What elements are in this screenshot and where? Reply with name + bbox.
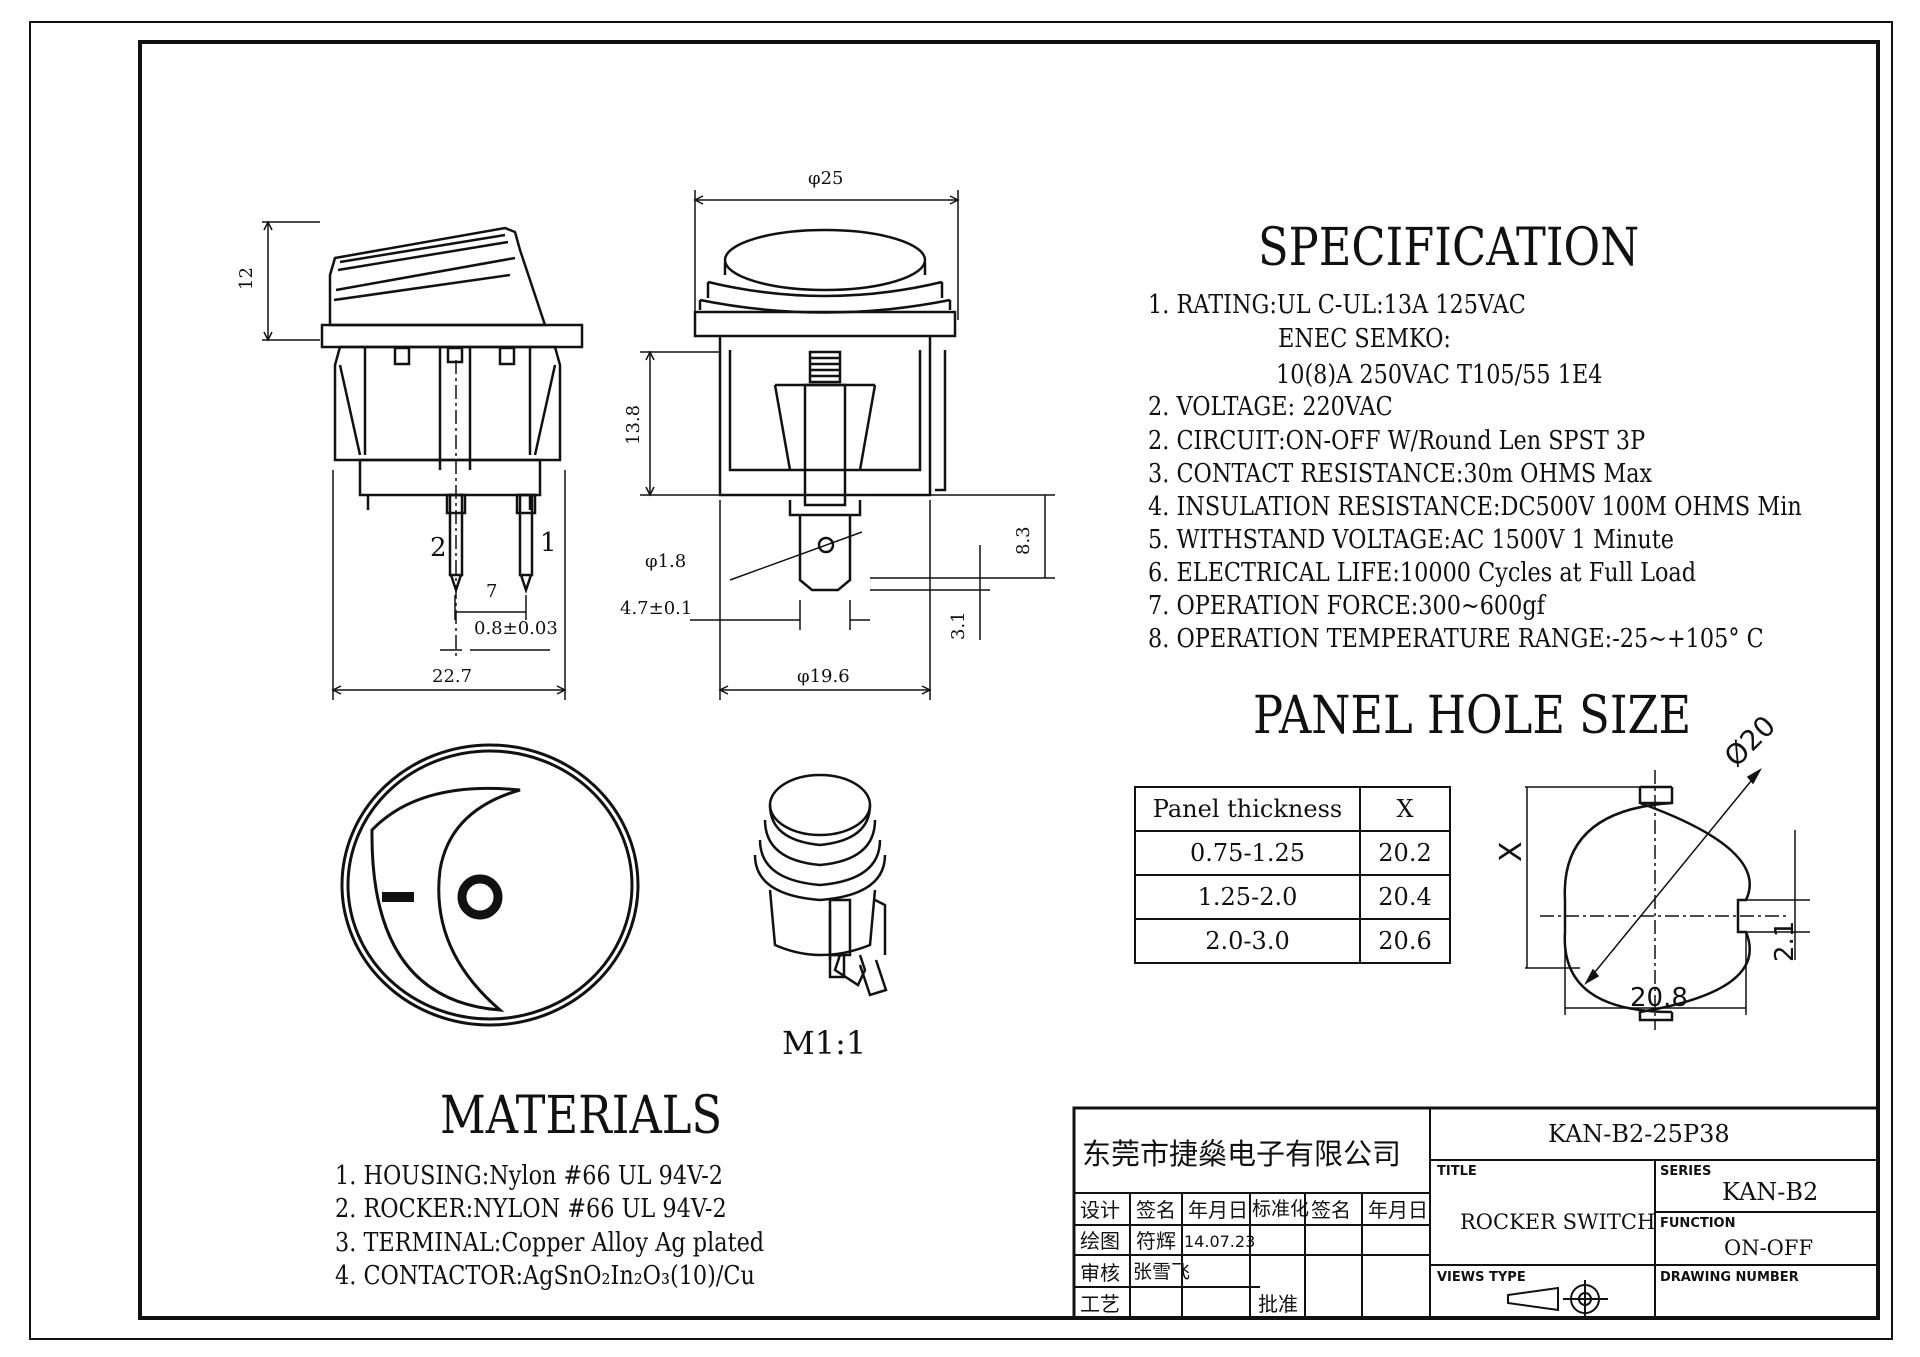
dim-terminal-height-label: 8.3 bbox=[1013, 526, 1034, 555]
dim-terminal-tip-label: 3.1 bbox=[948, 611, 969, 640]
tb-sign: 签名 bbox=[1311, 1198, 1351, 1222]
company-name: 东莞市捷燊电子有限公司 bbox=[1082, 1137, 1402, 1171]
spec-line: 1. RATING:UL C-UL:13A 125VAC bbox=[1148, 290, 1526, 320]
top-view bbox=[340, 743, 640, 1027]
material-line: 2. ROCKER:NYLON #66 UL 94V-2 bbox=[335, 1194, 727, 1224]
dim-width-label: 22.7 bbox=[432, 666, 473, 687]
tb-check: 审核 bbox=[1080, 1261, 1120, 1285]
tb-date: 年月日 bbox=[1368, 1198, 1428, 1222]
dim-terminal-width-label: 4.7±0.1 bbox=[620, 598, 693, 619]
table-cell: 2.0-3.0 bbox=[1134, 918, 1361, 964]
off-symbol-icon bbox=[382, 892, 414, 902]
front-view-dims bbox=[640, 190, 1055, 700]
side-view-dims bbox=[262, 220, 567, 700]
title-value: ROCKER SWITCH bbox=[1460, 1210, 1656, 1234]
table-row: 2.0-3.0 20.6 bbox=[1134, 918, 1451, 964]
pin-2-label: 2 bbox=[430, 533, 447, 563]
dim-body-height-label: 13.8 bbox=[623, 404, 644, 445]
table-cell: 0.75-1.25 bbox=[1134, 830, 1361, 876]
tb-draw-date: 14.07.23 bbox=[1184, 1232, 1256, 1251]
series-value: KAN-B2 bbox=[1722, 1178, 1819, 1206]
material-line: 4. CONTACTOR:AgSnO₂In₂O₃(10)/Cu bbox=[335, 1261, 755, 1291]
panel-hole-dims bbox=[1525, 768, 1810, 1030]
tb-process: 工艺 bbox=[1080, 1292, 1120, 1316]
panel-hole-title: PANEL HOLE SIZE bbox=[1253, 686, 1692, 746]
tb-date: 年月日 bbox=[1188, 1198, 1248, 1222]
spec-line: 7. OPERATION FORCE:300~600gf bbox=[1148, 591, 1545, 621]
projection-symbol-icon bbox=[1507, 1286, 1559, 1312]
tb-sign: 签名 bbox=[1136, 1198, 1176, 1222]
function-value: ON-OFF bbox=[1724, 1236, 1814, 1260]
front-view bbox=[693, 228, 957, 592]
series-label: SERIES bbox=[1660, 1164, 1712, 1179]
views-type-label: VIEWS TYPE bbox=[1437, 1270, 1526, 1285]
tb-checker: 张雪飞 bbox=[1133, 1261, 1191, 1283]
material-line: 1. HOUSING:Nylon #66 UL 94V-2 bbox=[335, 1161, 723, 1191]
spec-line: 6. ELECTRICAL LIFE:10000 Cycles at Full … bbox=[1148, 558, 1697, 588]
iso-view bbox=[753, 773, 888, 997]
table-cell: 1.25-2.0 bbox=[1134, 874, 1361, 920]
hole-flat-label: 2.1 bbox=[1770, 920, 1800, 962]
spec-line: 5. WITHSTAND VOLTAGE:AC 1500V 1 Minute bbox=[1148, 525, 1675, 555]
tb-approve: 批准 bbox=[1258, 1292, 1298, 1316]
spec-line: 2. VOLTAGE: 220VAC bbox=[1148, 392, 1393, 422]
table-header-row: Panel thickness X bbox=[1134, 786, 1451, 832]
drawing-number-label: DRAWING NUMBER bbox=[1660, 1270, 1799, 1285]
spec-line: ENEC SEMKO: bbox=[1278, 324, 1451, 354]
inner-border bbox=[138, 40, 1880, 1320]
dim-pin-width-label: 0.8±0.03 bbox=[474, 618, 558, 639]
material-line: 3. TERMINAL:Copper Alloy Ag plated bbox=[335, 1228, 765, 1258]
table-cell: 20.4 bbox=[1359, 874, 1451, 920]
title-label: TITLE bbox=[1437, 1164, 1477, 1179]
materials-title: MATERIALS bbox=[440, 1086, 723, 1146]
hole-x-label: X bbox=[1494, 841, 1529, 862]
scale-label: M1:1 bbox=[782, 1024, 867, 1062]
tb-standard: 标准化 bbox=[1252, 1198, 1310, 1220]
title-block bbox=[1072, 1106, 1880, 1320]
table-cell: 20.2 bbox=[1359, 830, 1451, 876]
table-row: 1.25-2.0 20.4 bbox=[1134, 874, 1451, 920]
spec-line: 2. CIRCUIT:ON-OFF W/Round Len SPST 3P bbox=[1148, 426, 1646, 456]
spec-line: 3. CONTACT RESISTANCE:30m OHMS Max bbox=[1148, 459, 1653, 489]
tb-draw: 绘图 bbox=[1080, 1229, 1120, 1253]
dim-body-diameter-label: φ19.6 bbox=[797, 666, 850, 687]
table-row: 0.75-1.25 20.2 bbox=[1134, 830, 1451, 876]
dim-pitch-label: 7 bbox=[486, 581, 498, 602]
on-symbol-icon bbox=[457, 874, 503, 920]
tb-drawer: 符辉 bbox=[1136, 1229, 1176, 1253]
pin-1-label: 1 bbox=[540, 528, 557, 558]
spec-line: 8. OPERATION TEMPERATURE RANGE:-25~+105°… bbox=[1148, 624, 1764, 654]
spec-line: 4. INSULATION RESISTANCE:DC500V 100M OHM… bbox=[1148, 492, 1802, 522]
panel-thickness-table: Panel thickness X 0.75-1.25 20.2 1.25-2.… bbox=[1134, 786, 1451, 964]
tb-design: 设计 bbox=[1080, 1198, 1120, 1222]
side-view bbox=[320, 226, 584, 594]
function-label: FUNCTION bbox=[1660, 1216, 1736, 1231]
table-header: X bbox=[1359, 786, 1451, 832]
outer-border bbox=[29, 21, 1893, 1340]
spec-line: 10(8)A 250VAC T105/55 1E4 bbox=[1276, 360, 1603, 390]
hole-width-label: 20.8 bbox=[1630, 983, 1688, 1013]
table-header: Panel thickness bbox=[1134, 786, 1361, 832]
dim-height-label: 12 bbox=[236, 267, 257, 290]
table-cell: 20.6 bbox=[1359, 918, 1451, 964]
dim-hole-diameter-label: φ1.8 bbox=[645, 551, 687, 572]
specification-title: SPECIFICATION bbox=[1258, 218, 1640, 278]
part-number: KAN-B2-25P38 bbox=[1548, 1120, 1730, 1148]
dim-diameter-label: φ25 bbox=[808, 168, 844, 189]
